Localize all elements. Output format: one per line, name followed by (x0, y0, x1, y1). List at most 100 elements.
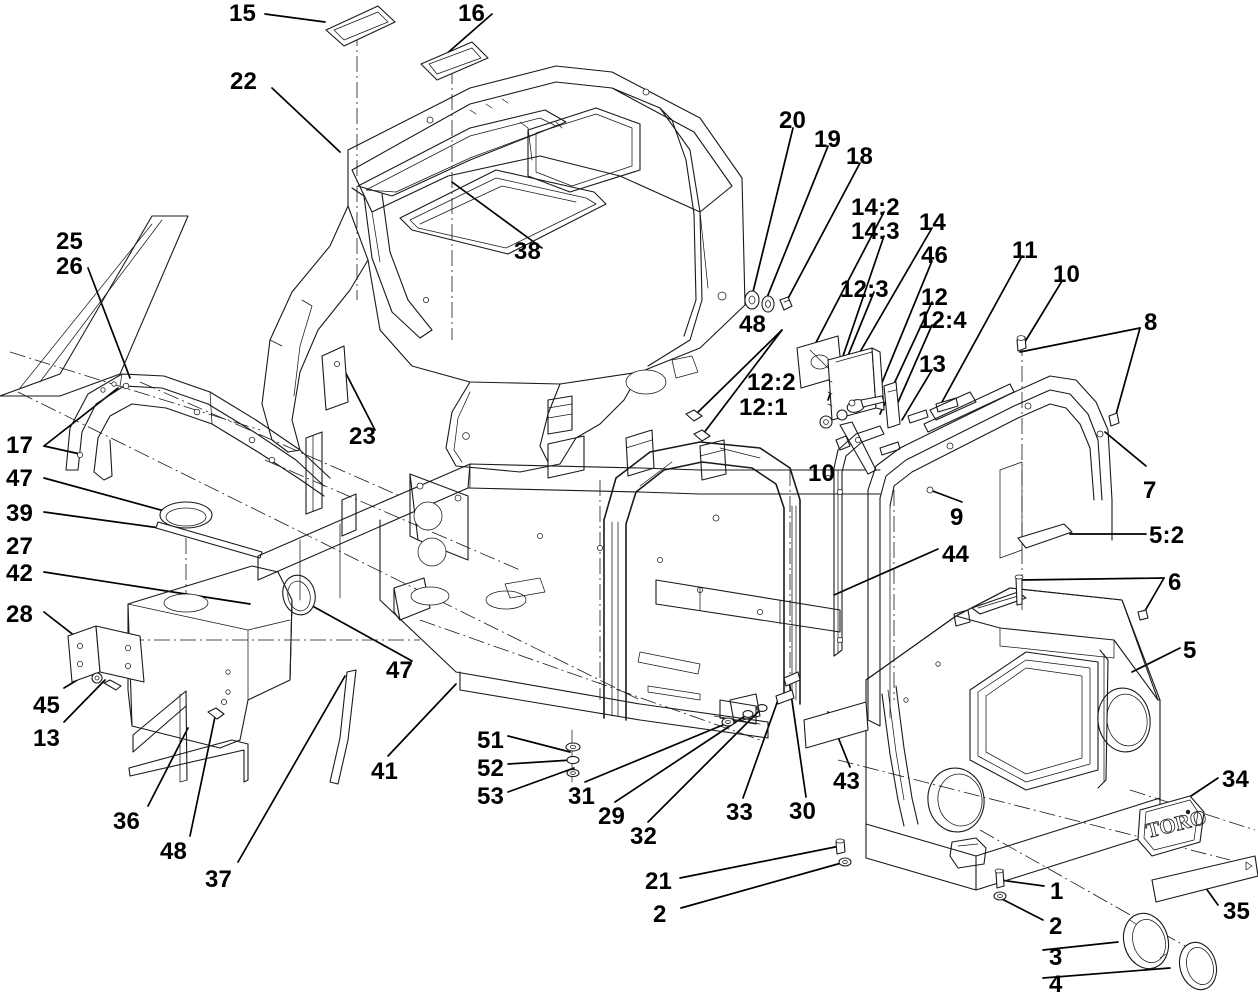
part-44-seal-right (833, 425, 885, 657)
callout-2-a: 2 (653, 901, 667, 928)
callout-27: 27 (6, 533, 34, 560)
callout-5: 5 (1183, 637, 1197, 664)
callout-14: 14 (919, 209, 947, 236)
callout-47-a: 47 (6, 465, 34, 492)
callout-7: 7 (1143, 477, 1157, 504)
part-1-2-hardware-right (993, 868, 1007, 901)
part-43-decal (803, 701, 869, 749)
callout-19: 19 (814, 126, 842, 153)
callout-12-2: 12:2 (747, 369, 796, 396)
callout-48-a: 48 (739, 311, 767, 338)
part-10-roll-bar (603, 441, 801, 721)
frame-details (647, 475, 831, 701)
callout-28: 28 (6, 601, 34, 628)
callout-17: 17 (6, 432, 34, 459)
part-19-washer (761, 295, 775, 313)
callout-5-2: 5:2 (1149, 522, 1185, 549)
callout-2-b: 2 (1049, 913, 1063, 940)
callout-6: 6 (1168, 569, 1182, 596)
part-5-2-decal (1017, 523, 1073, 549)
callout-3: 3 (1049, 944, 1063, 971)
callout-20: 20 (779, 107, 807, 134)
part-46-bracket (883, 381, 901, 429)
callout-34: 34 (1222, 766, 1250, 793)
callout-1: 1 (1050, 878, 1064, 905)
part-12-4-assembly (846, 395, 885, 413)
callout-29: 29 (598, 803, 626, 830)
callout-15: 15 (229, 0, 257, 27)
callout-16: 16 (458, 0, 486, 27)
part-12-2-washer (836, 409, 848, 421)
callout-12-1: 12:1 (739, 394, 788, 421)
part-41-main-frame (257, 355, 881, 739)
callout-12: 12 (921, 284, 949, 311)
callout-11: 11 (1012, 237, 1038, 264)
callout-32: 32 (630, 823, 658, 850)
callout-14-3: 14:3 (851, 218, 900, 245)
part-4-lens (1178, 941, 1218, 991)
callout-44: 44 (942, 541, 970, 568)
callout-31: 31 (568, 783, 596, 810)
callout-12-3: 12:3 (840, 276, 889, 303)
part-12-1-nut (819, 415, 833, 429)
parts-29-33-hardware (721, 671, 801, 727)
callout-35: 35 (1223, 898, 1251, 925)
part-34-toro-badge: TORO (1137, 795, 1209, 857)
part-47-grommet-lower (282, 574, 316, 616)
part-37-seal-strip (329, 669, 357, 785)
callout-46: 46 (921, 242, 949, 269)
part-14-pin (835, 435, 851, 451)
callout-12-4: 12:4 (918, 307, 967, 334)
callout-25: 25 (56, 228, 84, 255)
callout-45: 45 (33, 692, 61, 719)
part-25-26-front-fender (0, 215, 331, 497)
callout-53: 53 (477, 783, 505, 810)
part-16-hood-insert (420, 41, 489, 81)
part-13-bolt (103, 679, 122, 691)
callout-26: 26 (56, 253, 84, 280)
part-5-rear-cowl (865, 587, 1161, 891)
part-20-washer (744, 290, 760, 310)
callout-41: 41 (371, 758, 399, 785)
callout-14-2: 14:2 (851, 194, 900, 221)
part-28-angle-bracket (67, 625, 145, 683)
part-13-rod (839, 421, 877, 475)
part-35-decal-plate (1151, 855, 1258, 903)
callout-43: 43 (833, 768, 861, 795)
part-7-bracket-bottom (999, 461, 1023, 559)
callout-52: 52 (477, 755, 505, 782)
callout-9: 9 (950, 504, 964, 531)
callout-51: 51 (477, 727, 505, 754)
part-6-screws (1014, 574, 1149, 621)
leader-lines (43, 13, 1219, 979)
part-23-support-bracket (321, 345, 349, 411)
callout-10-a: 10 (1053, 261, 1081, 288)
callout-36: 36 (113, 808, 141, 835)
callout-4: 4 (1049, 971, 1063, 998)
part-3-bezel (1122, 912, 1170, 970)
part-8-fasteners (1016, 335, 1120, 427)
part-36-wire-bail (128, 690, 249, 783)
callout-13-b: 13 (33, 725, 61, 752)
callout-18: 18 (846, 143, 874, 170)
callout-22: 22 (230, 68, 258, 95)
callout-48-b: 48 (160, 838, 188, 865)
callout-37: 37 (205, 866, 233, 893)
callout-33: 33 (726, 799, 754, 826)
callout-10-b: 10 (808, 460, 836, 487)
callout-39: 39 (6, 500, 34, 527)
callout-21: 21 (645, 868, 673, 895)
part-22-hood-assembly (261, 65, 746, 473)
parts-51-52-53 (565, 729, 581, 783)
callout-38: 38 (514, 238, 542, 265)
callout-13-a: 13 (919, 351, 947, 378)
part-39-grommet-upper (159, 501, 213, 529)
axis-centerlines (9, 30, 1256, 961)
part-45-nut (91, 672, 103, 684)
part-27-42-tank-shroud (127, 565, 293, 749)
callout-30: 30 (789, 798, 817, 825)
callout-42: 42 (6, 560, 34, 587)
part-15-hood-insert (325, 5, 396, 47)
